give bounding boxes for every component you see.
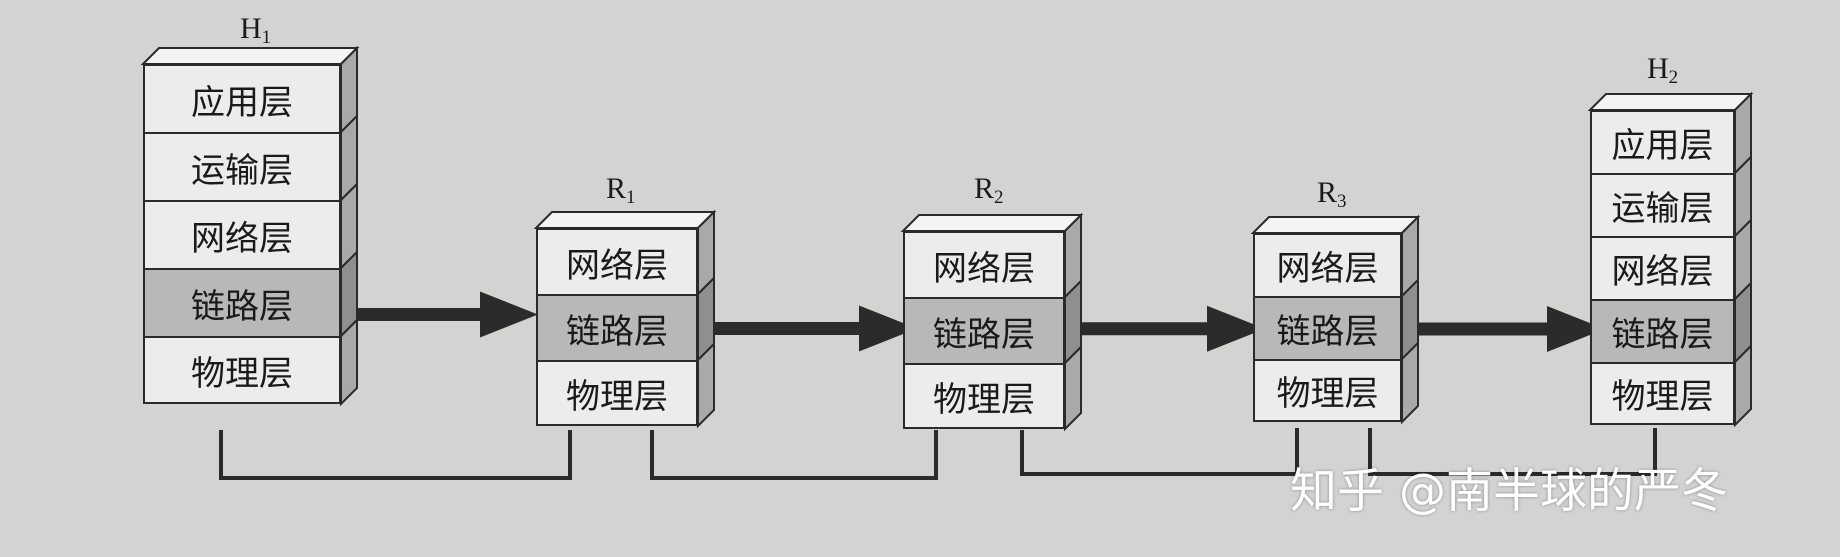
layer-box: 链路层 bbox=[1590, 299, 1735, 364]
physical-wire bbox=[219, 430, 572, 480]
arrow-head bbox=[859, 305, 917, 352]
layer-box: 物理层 bbox=[1253, 359, 1402, 422]
protocol-stack-r3: 网络层链路层物理层 bbox=[1253, 233, 1402, 422]
node-label-r3: R3 bbox=[1317, 176, 1347, 213]
node-label-h1: H1 bbox=[240, 12, 271, 49]
layer-box: 物理层 bbox=[903, 363, 1065, 429]
layer-box: 链路层 bbox=[536, 294, 698, 362]
arrow-head bbox=[1207, 305, 1265, 352]
node-subscript: 2 bbox=[1668, 67, 1679, 88]
layer-box: 网络层 bbox=[143, 200, 341, 270]
node-name: H bbox=[240, 12, 262, 45]
node-subscript: 2 bbox=[994, 187, 1004, 208]
protocol-stack-h2: 应用层运输层网络层链路层物理层 bbox=[1590, 110, 1735, 425]
protocol-stack-h1: 应用层运输层网络层链路层物理层 bbox=[143, 64, 341, 404]
layer-box: 应用层 bbox=[1590, 110, 1735, 175]
physical-wire bbox=[1020, 428, 1299, 476]
physical-wire bbox=[650, 430, 938, 480]
node-name: R bbox=[974, 172, 995, 205]
layer-box: 网络层 bbox=[1590, 236, 1735, 301]
layer-box: 应用层 bbox=[143, 64, 341, 134]
stack-top-face bbox=[900, 214, 1084, 232]
layer-box: 链路层 bbox=[903, 297, 1065, 365]
node-name: R bbox=[1317, 176, 1338, 209]
node-subscript: 1 bbox=[626, 187, 636, 208]
watermark-text: 知乎 @南半球的严冬 bbox=[1290, 464, 1728, 519]
physical-links bbox=[219, 428, 1657, 480]
protocol-stack-r2: 网络层链路层物理层 bbox=[903, 231, 1065, 429]
layer-box: 链路层 bbox=[1253, 296, 1402, 361]
protocol-stack-r1: 网络层链路层物理层 bbox=[536, 228, 698, 426]
stack-top-face bbox=[1587, 93, 1754, 111]
layer-side-face bbox=[1734, 343, 1752, 428]
node-label-r1: R1 bbox=[606, 172, 636, 209]
layer-box: 链路层 bbox=[143, 268, 341, 338]
layer-box: 网络层 bbox=[1253, 233, 1402, 298]
stack-top-face bbox=[533, 211, 717, 229]
node-label-h2: H2 bbox=[1647, 52, 1678, 89]
layer-box: 运输层 bbox=[143, 132, 341, 202]
layer-box: 物理层 bbox=[143, 336, 341, 404]
stack-top-face bbox=[1250, 216, 1421, 234]
stack-top-face bbox=[140, 47, 360, 65]
node-subscript: 1 bbox=[261, 27, 272, 48]
node-label-r2: R2 bbox=[974, 172, 1004, 209]
layer-side-face bbox=[1064, 344, 1082, 432]
arrow-head bbox=[480, 291, 538, 338]
layer-box: 物理层 bbox=[1590, 362, 1735, 425]
layer-side-face bbox=[697, 341, 715, 429]
physical-wire bbox=[1368, 428, 1657, 476]
layer-box: 网络层 bbox=[536, 228, 698, 296]
layer-box: 网络层 bbox=[903, 231, 1065, 299]
node-name: H bbox=[1647, 52, 1669, 85]
arrow-head bbox=[1547, 306, 1605, 352]
node-name: R bbox=[606, 172, 627, 205]
layer-box: 运输层 bbox=[1590, 173, 1735, 238]
node-subscript: 3 bbox=[1337, 191, 1347, 212]
layer-side-face bbox=[1401, 340, 1419, 425]
layer-box: 物理层 bbox=[536, 360, 698, 426]
box-3d-sides bbox=[140, 45, 1754, 432]
layer-side-face bbox=[340, 317, 358, 407]
